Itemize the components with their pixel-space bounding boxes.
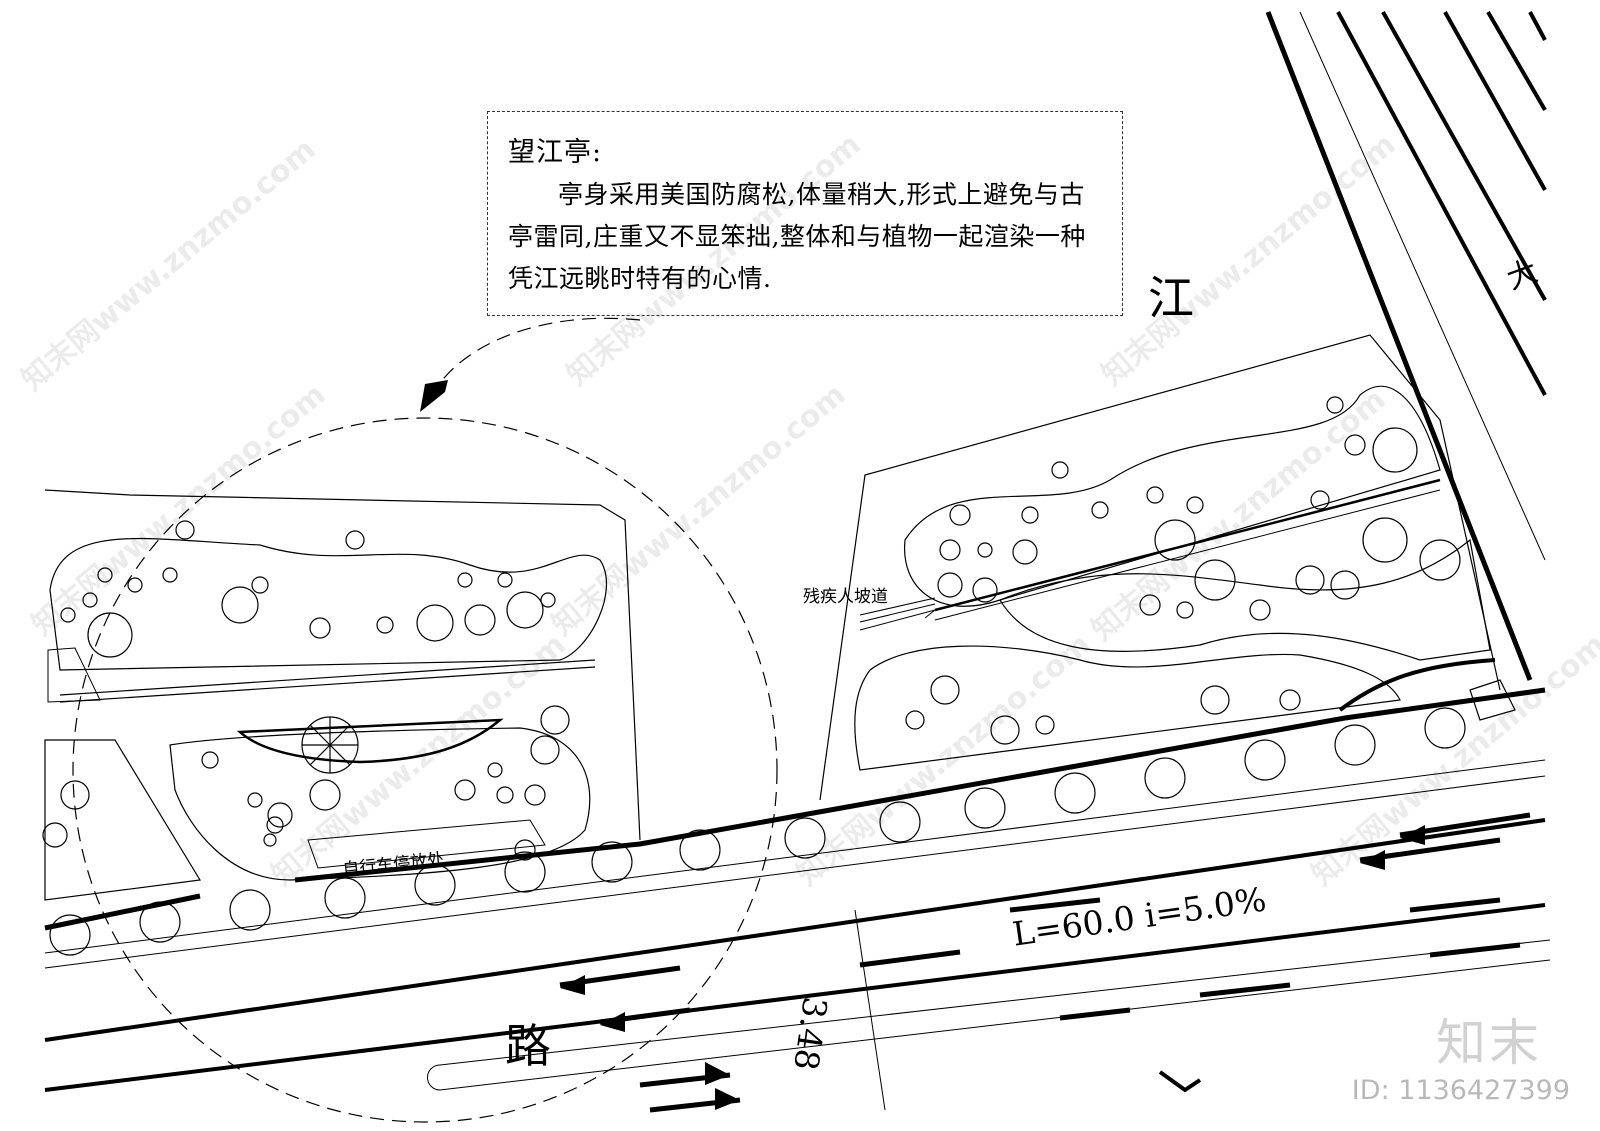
- note-body: 亭身采用美国防腐松,体量稍大,形式上避免与古亭雷同,庄重又不显笨拙,整体和与植物…: [508, 180, 1086, 293]
- pavilion-note: 望江亭: 亭身采用美国防腐松,体量稍大,形式上避免与古亭雷同,庄重又不显笨拙,整…: [487, 111, 1123, 316]
- main-road: [44, 687, 1551, 1113]
- note-title: 望江亭:: [508, 137, 603, 168]
- label-ramp: 残疾人坡道: [803, 587, 888, 607]
- callout: [72, 317, 778, 1123]
- left-park: [42, 489, 641, 901]
- watermark-logo: 知末: [1436, 1014, 1542, 1072]
- callout-arrow: [420, 380, 448, 412]
- label-jiang: 江: [1148, 271, 1194, 325]
- label-lu: 路: [505, 1019, 551, 1073]
- watermark-id: ID: 1136427399: [1351, 1075, 1570, 1106]
- upper-road: [1265, 10, 1547, 681]
- right-park: [819, 334, 1516, 801]
